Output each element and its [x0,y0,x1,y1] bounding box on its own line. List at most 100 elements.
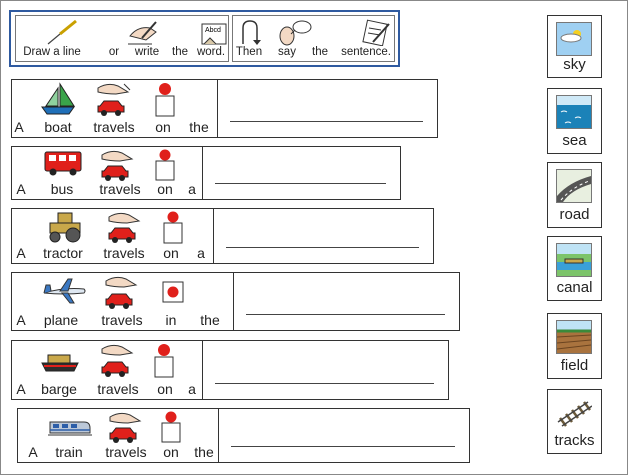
sentence-word: travels [97,381,139,397]
road-icon [556,169,592,203]
symbol-sentence: A plane travels in the [11,272,234,331]
abcd-text: Abcd [205,27,221,34]
sky-icon [556,22,592,56]
sentence-word: the [194,444,214,460]
symbol-sentence: A tractor travels on a [11,208,214,264]
instruction-word: sentence. [341,46,391,58]
transport-travels-icon [106,411,146,445]
instruction-word: the [172,46,188,58]
sentence-word: A [28,444,38,460]
airplane-icon [42,275,86,307]
word-card-label: sky [563,56,586,73]
on-symbol-icon [154,343,174,379]
on-symbol-icon [163,211,183,245]
word-card-label: tracks [554,432,595,449]
sentence-word: A [16,312,26,328]
answer-line [215,183,386,184]
sentence-word: the [189,119,209,135]
word-card-label: road [559,206,590,223]
sentence-word: in [165,312,177,328]
instruction-word: word. [196,46,226,58]
train-icon [48,419,92,437]
symbol-sentence: A train travels on the [17,408,219,463]
instruction-word: or [108,46,120,58]
on-symbol-icon [155,149,175,181]
sentence-word: plane [43,312,79,328]
sentence-word: travels [93,119,135,135]
sentence-word: boat [44,119,72,135]
sentence-row: A plane travels in the [11,272,460,331]
answer-box[interactable] [233,272,460,331]
answer-box[interactable] [202,340,449,400]
sentence-word: the [200,312,220,328]
answer-line [230,121,423,122]
sentence-word: on [157,381,173,397]
sentence-row: A tractor travels on a [11,208,434,264]
word-card-label: sea [562,132,587,149]
canal-icon [556,243,592,277]
transport-travels-icon [98,149,138,183]
word-card-field[interactable]: field [547,313,602,379]
symbol-sentence: A barge travels on a [11,340,203,400]
instructions-panel: Abcd Draw a line or write the word. Then… [9,10,400,67]
instruction-box-1: Abcd Draw a line or write the word. [15,15,229,62]
sentence-word: on [155,119,171,135]
sentence-word: a [188,181,196,197]
instruction-word: Then [235,46,263,58]
sentence-row: A barge travels on a [11,340,449,400]
sentence-word: A [14,119,24,135]
sentence-word: travels [105,444,147,460]
answer-line [231,446,455,447]
instruction-word: write [134,46,160,58]
word-card-label: field [560,357,589,374]
writing-hand-icon [126,18,162,46]
word-card-sky[interactable]: sky [547,15,602,78]
transport-travels-icon [98,343,138,379]
speaking-head-icon [277,18,313,46]
in-symbol-icon [162,281,184,303]
sentence-word: on [157,181,173,197]
sentence-row: A train travels on the [17,408,470,463]
sentence-word: A [16,245,26,261]
tracks-icon [556,396,592,430]
answer-box[interactable] [218,408,470,463]
tractor-icon [46,211,84,243]
word-card-sea[interactable]: sea [547,88,602,154]
word-card-road[interactable]: road [547,162,602,228]
on-symbol-icon [161,411,181,443]
instruction-word: say [278,46,296,58]
sentence-writing-icon [361,18,391,46]
sentence-word: barge [41,381,77,397]
answer-box[interactable] [202,146,401,200]
sentence-word: A [16,381,26,397]
sentence-word: a [197,245,205,261]
then-arrow-icon [239,18,263,46]
abcd-sign-icon: Abcd [200,18,228,46]
sentence-word: travels [101,312,143,328]
answer-line [226,247,419,248]
instruction-word: Draw a line [23,46,81,58]
field-icon [556,320,592,354]
word-card-tracks[interactable]: tracks [547,389,602,454]
sentence-word: tractor [43,245,83,261]
on-symbol-icon [155,82,175,118]
sentence-word: bus [50,181,74,197]
symbol-sentence: A bus travels on a [11,146,203,200]
transport-travels-icon [102,275,142,311]
symbol-sentence: A boat travels on the [11,79,218,138]
bus-icon [43,149,83,177]
barge-icon [40,351,80,373]
transport-travels-icon [94,82,134,118]
sentence-word: travels [99,181,141,197]
answer-line [246,314,445,315]
sentence-word: travels [103,245,145,261]
sentence-word: a [188,381,196,397]
sentence-word: on [163,245,179,261]
pencil-line-icon [46,18,78,46]
sentence-row: A boat travels on the [11,79,438,138]
answer-box[interactable] [213,208,434,264]
answer-box[interactable] [217,79,438,138]
word-card-canal[interactable]: canal [547,236,602,301]
sea-icon [556,95,592,129]
sentence-word: A [16,181,26,197]
